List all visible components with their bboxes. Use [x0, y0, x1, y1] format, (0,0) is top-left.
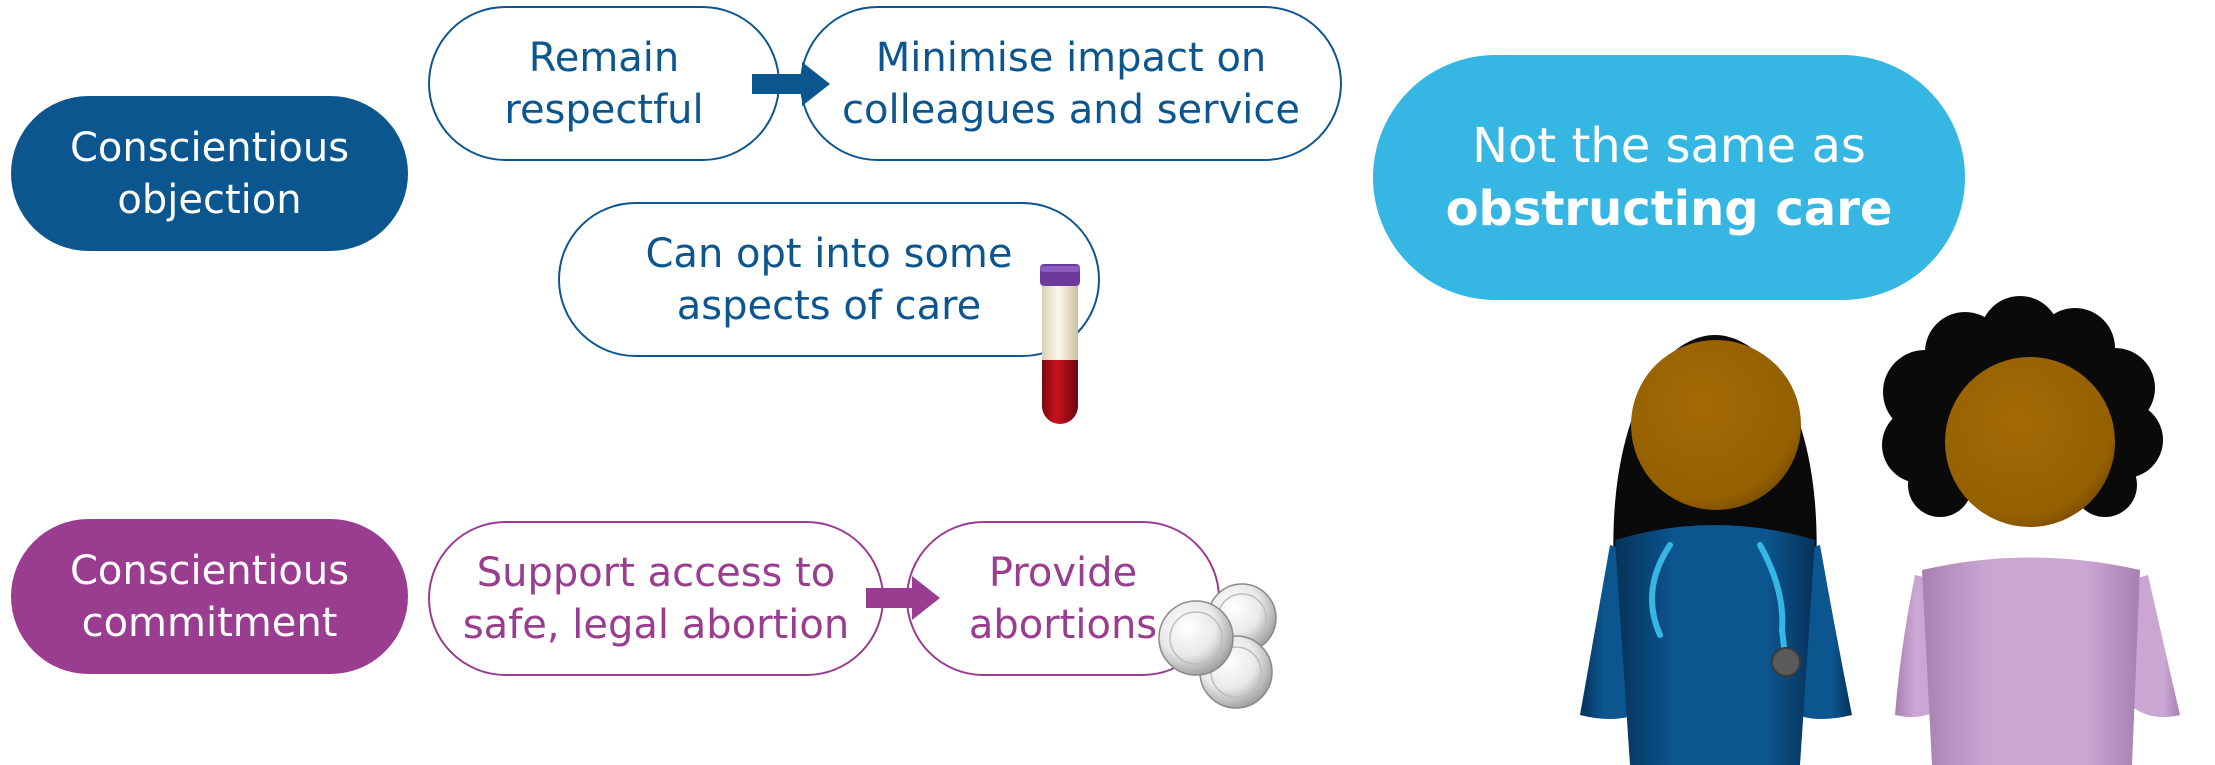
opt-into-care-pill: Can opt into some aspects of care [558, 202, 1100, 357]
optin-line2: aspects of care [676, 282, 982, 329]
pills-icon [1158, 583, 1277, 709]
remain-respectful-pill: Remain respectful [428, 6, 780, 161]
remain-line1: Remain [528, 34, 680, 81]
blood-tube-icon [1040, 264, 1080, 424]
arrow-right-icon [752, 62, 830, 106]
remain-line2: respectful [504, 86, 704, 133]
clinician-figure [1580, 335, 1852, 765]
optin-line1: Can opt into some [645, 230, 1013, 277]
commitment-label-line2: commitment [81, 599, 338, 646]
conscientious-objection-label: Conscientious objection [11, 96, 408, 251]
commitment-label-line1: Conscientious [69, 547, 350, 594]
not-obstructing-care-callout: Not the same as obstructing care [1373, 55, 1965, 300]
minimise-line1: Minimise impact on [875, 34, 1267, 81]
people-illustration [1580, 296, 2180, 765]
objection-label-line1: Conscientious [69, 124, 350, 171]
patient-figure [1882, 296, 2180, 765]
objection-label-line2: objection [117, 176, 302, 223]
conscientious-commitment-label: Conscientious commitment [11, 519, 408, 674]
support-access-pill: Support access to safe, legal abortion [428, 521, 884, 676]
callout-line1: Not the same as [1472, 118, 1866, 175]
arrow-right-icon [866, 576, 940, 620]
callout-line2: obstructing care [1445, 180, 1893, 237]
support-line1: Support access to [476, 549, 836, 596]
provide-line1: Provide [988, 549, 1138, 596]
minimise-impact-pill: Minimise impact on colleagues and servic… [800, 6, 1342, 161]
provide-line2: abortions [968, 601, 1158, 648]
support-line2: safe, legal abortion [462, 601, 850, 648]
minimise-line2: colleagues and service [842, 86, 1300, 133]
